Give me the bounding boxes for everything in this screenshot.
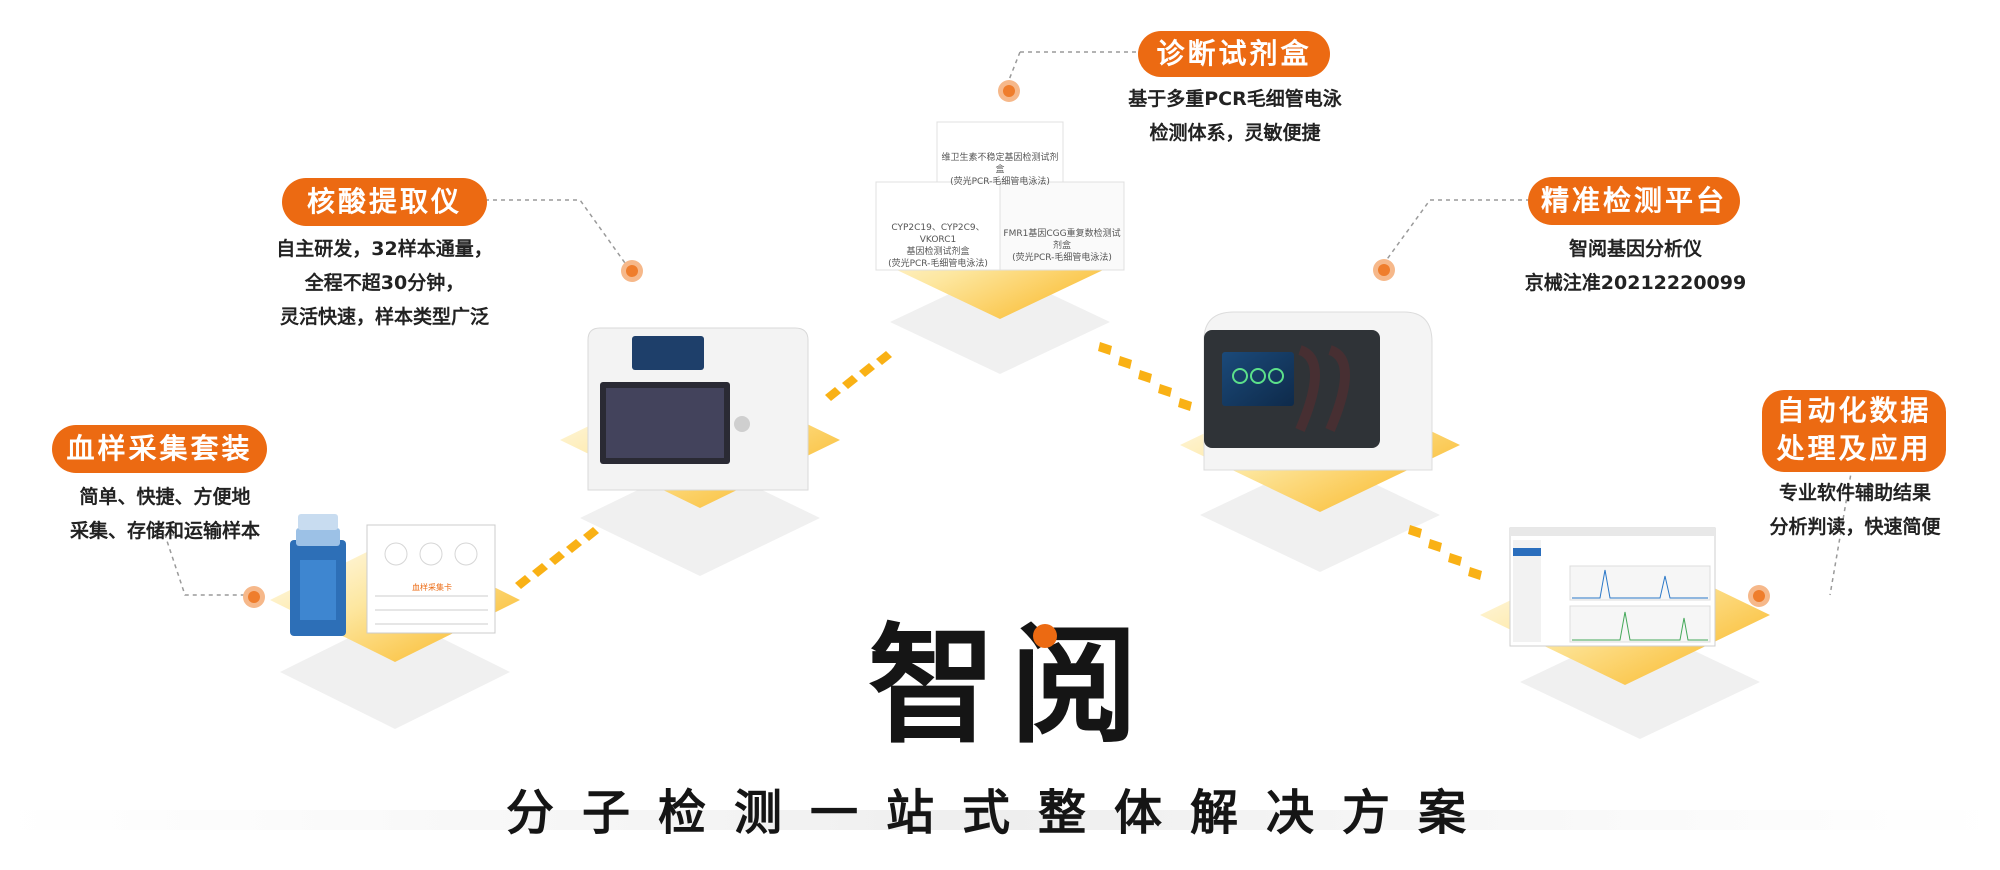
brand-slogan: 分子检测一站式整体解决方案	[505, 785, 1494, 841]
feature-desc-platform: 智阅基因分析仪 京械注准20212220099	[1524, 238, 1747, 294]
feature-desc-data-processing: 专业软件辅助结果 分析判读，快速简便	[1769, 482, 1941, 538]
blood-card-title: 血样采集卡	[412, 583, 452, 592]
blood-tube-image	[290, 514, 346, 636]
arrow-4	[1408, 525, 1482, 580]
blood-card-image	[366, 524, 496, 634]
arrow-1	[515, 527, 599, 589]
connector-dot-data-processing	[1748, 585, 1770, 607]
arrow-2	[825, 351, 892, 401]
leader-2	[485, 199, 631, 271]
genetic-analyzer-image	[1203, 311, 1433, 471]
arrow-3	[1098, 342, 1192, 411]
feature-title-reagent: 诊断试剂盒	[1138, 31, 1330, 77]
feature-desc-blood-kit: 简单、快捷、方便地 采集、存储和运输样本	[69, 486, 260, 542]
software-screenshot-image	[1509, 527, 1716, 647]
feature-title-extractor: 核酸提取仪	[282, 178, 487, 226]
feature-title-platform: 精准检测平台	[1528, 177, 1740, 225]
connector-dot-blood-kit	[243, 586, 265, 608]
brand-accent-dot	[1033, 624, 1057, 648]
feature-desc-reagent: 基于多重PCR毛细管电泳 检测体系，灵敏便捷	[1128, 88, 1342, 144]
reagent-kit-boxes-image	[875, 121, 1125, 271]
reagent-box-right-label: FMR1基因CGG重复数检测试剂盒(荧光PCR-毛细管电泳法)	[1003, 229, 1121, 263]
reagent-box-top-label: 维卫生素不稳定基因检测试剂盒(荧光PCR-毛细管电泳法)	[941, 153, 1059, 187]
leader-1	[163, 534, 250, 596]
feature-title-data-processing: 自动化数据 处理及应用	[1762, 390, 1946, 472]
connector-dot-reagent	[998, 80, 1020, 102]
connector-dot-extractor	[621, 260, 643, 282]
nucleic-acid-extractor-image	[587, 327, 809, 491]
connector-dot-platform	[1373, 259, 1395, 281]
leader-4	[1384, 199, 1530, 263]
feature-desc-extractor: 自主研发，32样本通量， 全程不超30分钟， 灵活快速，样本类型广泛	[276, 238, 493, 328]
brand-name: 智阅	[867, 612, 1152, 761]
feature-title-blood-kit: 血样采集套装	[52, 425, 267, 473]
footer-strip	[0, 810, 2000, 830]
